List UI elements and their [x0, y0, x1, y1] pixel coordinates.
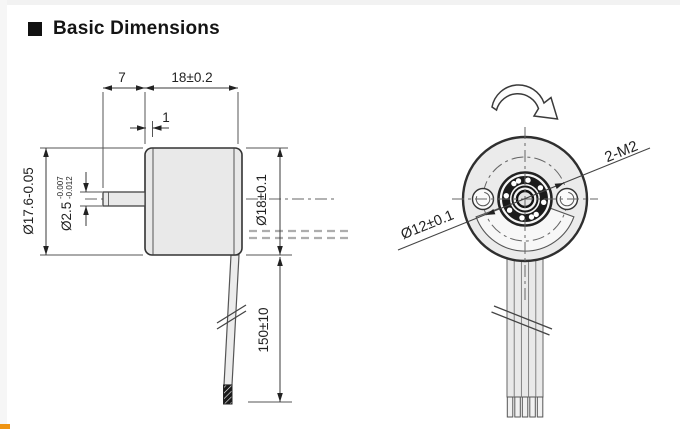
dim-label-pilot-length: 1	[162, 110, 170, 125]
section-title: Basic Dimensions	[53, 18, 220, 39]
dimension-pilot: 1	[130, 110, 170, 137]
dimension-top: 7 18±0.2	[102, 70, 239, 188]
dim-label-shaft-tol-upper: -0.007	[56, 176, 65, 199]
dim-label-mounting-holes: 2-M2	[602, 138, 640, 167]
ribbon-break-icon	[491, 305, 553, 336]
dim-label-shaft-diameter: Ø2.5	[59, 202, 74, 231]
wire-break-icon	[216, 304, 247, 330]
section-header: Basic Dimensions	[28, 18, 220, 40]
dim-label-front-length: 7	[118, 70, 126, 85]
dimension-shaft-diameter: Ø2.5 -0.007 -0.012	[56, 172, 102, 231]
dim-label-shaft-tol-lower: -0.012	[65, 176, 74, 199]
left-gutter	[0, 0, 7, 429]
dim-label-rear-diameter: Ø18±0.1	[254, 174, 269, 226]
hidden-wire-dashes	[249, 229, 349, 240]
motor-shaft	[102, 191, 146, 207]
dim-label-body-length: 18±0.2	[171, 70, 212, 85]
top-divider	[0, 0, 680, 5]
dimension-rear-diameter: Ø18±0.1	[246, 147, 288, 255]
wire-stripped-tip	[223, 384, 233, 405]
front-view: Ø12±0.1 2-M2	[397, 84, 651, 418]
motor-body	[144, 147, 243, 256]
dim-label-body-diameter: Ø17.6-0.05	[21, 167, 36, 235]
dimension-wire-length: 150±10	[246, 254, 292, 403]
side-view: 7 18±0.2 1 Ø17.6-0.05	[21, 70, 349, 405]
corner-accent	[0, 424, 10, 429]
rotation-arrow-icon	[491, 84, 559, 120]
square-bullet-icon	[28, 22, 42, 36]
dimension-body-diameter: Ø17.6-0.05	[21, 147, 143, 256]
dim-label-wire-length: 150±10	[256, 308, 271, 353]
